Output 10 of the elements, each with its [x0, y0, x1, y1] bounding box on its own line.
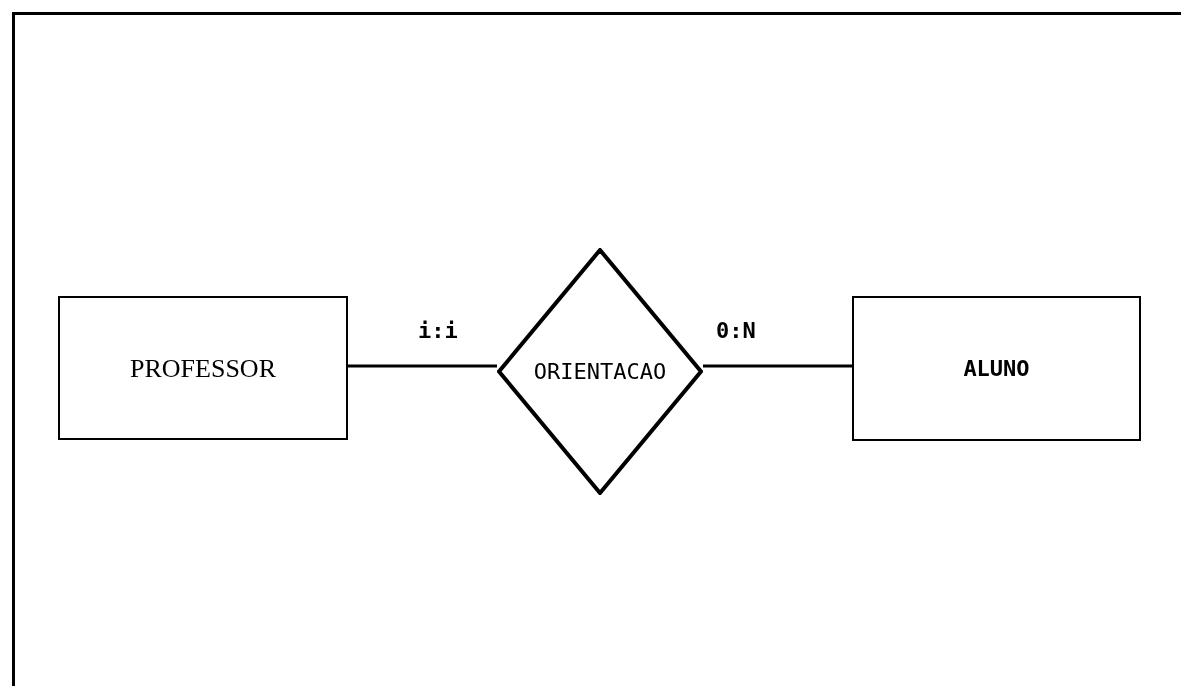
entity-name: ORIENTACAO — [533, 358, 667, 386]
connector-line — [703, 364, 852, 368]
relationship-diamond — [497, 248, 703, 495]
entity-box — [852, 296, 1141, 441]
entity-name: PROFESSOR — [130, 352, 276, 385]
entity-box — [58, 296, 348, 440]
cardinality-label: 0:N — [716, 320, 756, 342]
connector-line — [348, 364, 497, 368]
cardinality-label: i:i — [418, 320, 458, 342]
entity-name: ALUNO — [963, 355, 1030, 383]
